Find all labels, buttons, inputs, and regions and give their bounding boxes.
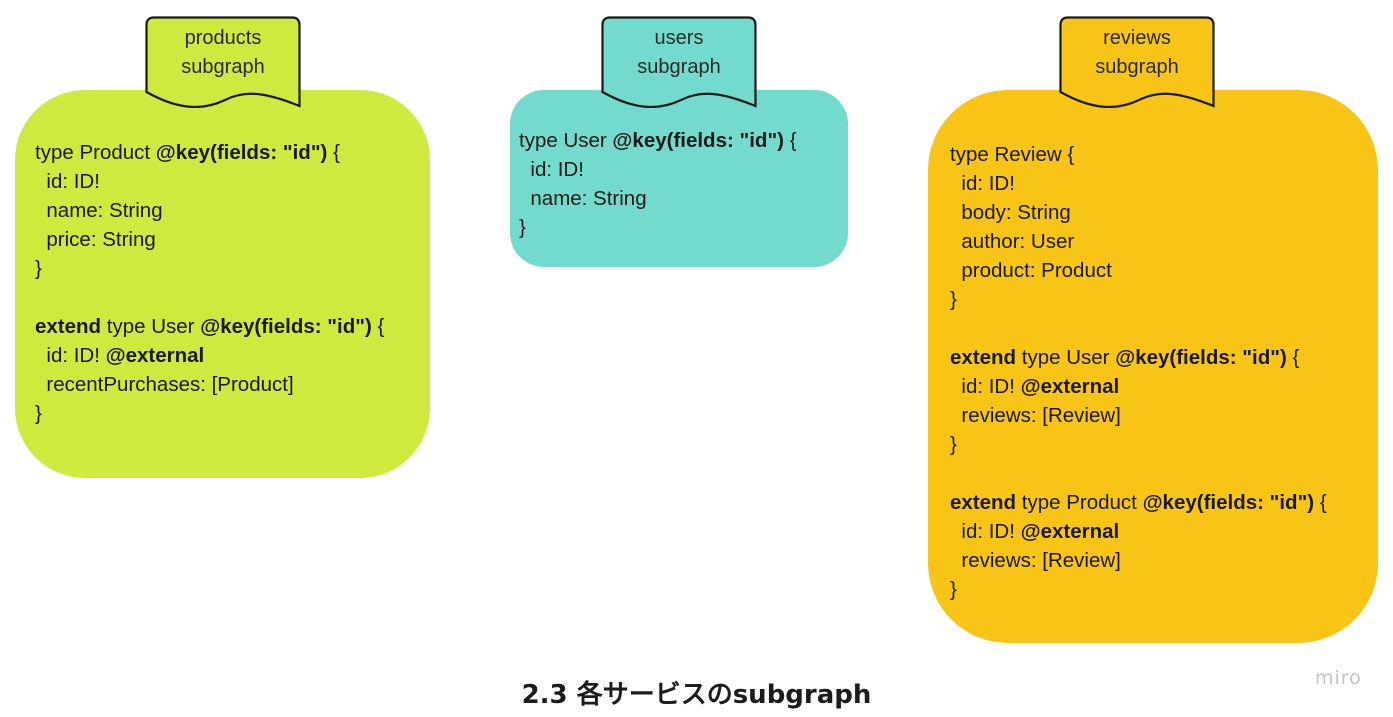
code-text: product: Product bbox=[950, 259, 1112, 282]
code-text: id: ID! bbox=[950, 375, 1021, 398]
code-line: id: ID! bbox=[519, 155, 797, 184]
code-text: } bbox=[950, 578, 957, 601]
code-text: } bbox=[35, 402, 42, 425]
code-text: author: User bbox=[950, 230, 1075, 253]
code-line: extend type User @key(fields: "id") { bbox=[35, 312, 384, 341]
miro-watermark: miro bbox=[1315, 667, 1362, 689]
diagram-title: 2.3 各サービスのsubgraph bbox=[521, 680, 872, 710]
tag-shape bbox=[145, 16, 301, 108]
code-text: reviews: [Review] bbox=[950, 549, 1121, 572]
products-schema-code: type Product @key(fields: "id") { id: ID… bbox=[35, 138, 384, 428]
code-text: price: String bbox=[35, 228, 156, 251]
users-subgraph-tag[interactable]: users subgraph bbox=[601, 16, 757, 108]
code-line: author: User bbox=[950, 227, 1327, 256]
code-line: id: ID! @external bbox=[950, 517, 1327, 546]
code-text: reviews: [Review] bbox=[950, 404, 1121, 427]
code-text: name: String bbox=[519, 187, 647, 210]
code-line: reviews: [Review] bbox=[950, 401, 1327, 430]
code-line: extend type Product @key(fields: "id") { bbox=[950, 488, 1327, 517]
code-line: reviews: [Review] bbox=[950, 546, 1327, 575]
code-line: extend type User @key(fields: "id") { bbox=[950, 343, 1327, 372]
code-keyword: extend bbox=[35, 315, 102, 338]
code-line: } bbox=[950, 575, 1327, 604]
code-text: recentPurchases: [Product] bbox=[35, 373, 294, 396]
code-line: type Product @key(fields: "id") { bbox=[35, 138, 384, 167]
products-subgraph-tag[interactable]: products subgraph bbox=[145, 16, 301, 108]
code-keyword: @external bbox=[1020, 375, 1120, 398]
reviews-schema-code: type Review { id: ID! body: String autho… bbox=[950, 140, 1327, 604]
code-line: id: ID! bbox=[950, 169, 1327, 198]
code-line: type Review { bbox=[950, 140, 1327, 169]
users-schema-code: type User @key(fields: "id") { id: ID! n… bbox=[519, 126, 797, 242]
users-subgraph-card[interactable]: type User @key(fields: "id") { id: ID! n… bbox=[510, 90, 848, 267]
products-subgraph-label: products subgraph bbox=[181, 27, 265, 78]
code-keyword: extend bbox=[950, 346, 1017, 369]
code-text: type Product bbox=[35, 141, 156, 164]
code-line: id: ID! @external bbox=[950, 372, 1327, 401]
users-subgraph-label: users subgraph bbox=[637, 27, 721, 78]
tag-shape-path bbox=[145, 16, 301, 108]
code-keyword: @key(fields: "id") bbox=[200, 315, 372, 338]
code-text: type Product bbox=[1016, 491, 1143, 514]
code-text: { bbox=[1286, 346, 1300, 369]
code-line: } bbox=[950, 430, 1327, 459]
reviews-subgraph-card[interactable]: type Review { id: ID! body: String autho… bbox=[928, 90, 1378, 643]
code-keyword: @key(fields: "id") bbox=[155, 141, 328, 164]
code-keyword: extend bbox=[950, 491, 1017, 514]
code-line: type User @key(fields: "id") { bbox=[519, 126, 797, 155]
code-line: body: String bbox=[950, 198, 1327, 227]
code-text: { bbox=[327, 141, 340, 164]
code-line: recentPurchases: [Product] bbox=[35, 370, 384, 399]
code-line: name: String bbox=[519, 184, 797, 213]
code-text: type User bbox=[1016, 346, 1116, 369]
code-text: id: ID! bbox=[35, 344, 106, 367]
code-line: id: ID! @external bbox=[35, 341, 384, 370]
code-text: type User bbox=[101, 315, 201, 338]
code-text: body: String bbox=[950, 201, 1071, 224]
code-text: } bbox=[519, 216, 526, 239]
code-keyword: @external bbox=[1020, 520, 1120, 543]
products-subgraph-card[interactable]: type Product @key(fields: "id") { id: ID… bbox=[15, 90, 430, 478]
code-text: type User bbox=[519, 129, 613, 152]
reviews-subgraph-label: reviews subgraph bbox=[1095, 27, 1179, 78]
code-line: } bbox=[950, 285, 1327, 314]
code-text: { bbox=[371, 315, 385, 338]
code-line: } bbox=[519, 213, 797, 242]
code-line: product: Product bbox=[950, 256, 1327, 285]
code-text: type Review { bbox=[950, 143, 1075, 166]
code-line: id: ID! bbox=[35, 167, 384, 196]
tag-shape bbox=[601, 16, 757, 108]
code-text: name: String bbox=[35, 199, 163, 222]
code-text: } bbox=[950, 288, 957, 311]
code-text: id: ID! bbox=[950, 520, 1021, 543]
code-text: { bbox=[784, 129, 797, 152]
code-keyword: @key(fields: "id") bbox=[1115, 346, 1287, 369]
code-line bbox=[950, 314, 1327, 343]
tag-shape bbox=[1059, 16, 1215, 108]
reviews-subgraph-tag[interactable]: reviews subgraph bbox=[1059, 16, 1215, 108]
code-keyword: @key(fields: "id") bbox=[612, 129, 784, 152]
code-line bbox=[35, 283, 384, 312]
code-text: { bbox=[1314, 491, 1327, 514]
code-text: } bbox=[35, 257, 42, 280]
code-line bbox=[950, 459, 1327, 488]
tag-shape-path bbox=[601, 16, 757, 108]
code-keyword: @key(fields: "id") bbox=[1142, 491, 1315, 514]
code-text: id: ID! bbox=[519, 158, 584, 181]
code-text: id: ID! bbox=[35, 170, 100, 193]
code-line: } bbox=[35, 254, 384, 283]
code-line: name: String bbox=[35, 196, 384, 225]
code-line: price: String bbox=[35, 225, 384, 254]
code-keyword: @external bbox=[105, 344, 205, 367]
code-line: } bbox=[35, 399, 384, 428]
code-text: } bbox=[950, 433, 957, 456]
code-text: id: ID! bbox=[950, 172, 1015, 195]
tag-shape-path bbox=[1059, 16, 1215, 108]
